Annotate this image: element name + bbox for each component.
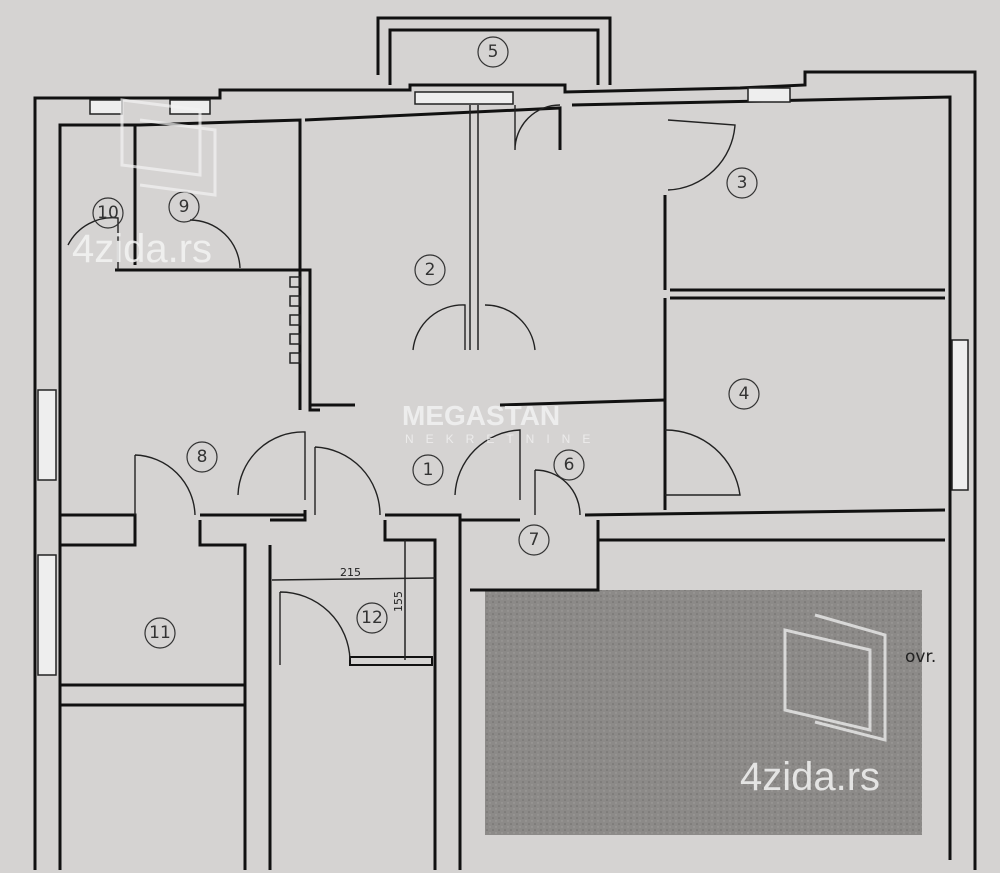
svg-text:12: 12 (361, 608, 383, 628)
dimension-height: 155 (392, 591, 405, 612)
ventilation-shafts (289, 276, 301, 364)
svg-text:9: 9 (179, 197, 190, 217)
room-label-11: 11 (144, 617, 176, 649)
watermark-brand-sub: NEKRETNINE (405, 432, 602, 446)
svg-text:2: 2 (425, 260, 436, 280)
outer-walls (33, 16, 977, 870)
room-label-5: 5 (477, 36, 509, 68)
watermark-site-bottom: 4zida.rs (740, 755, 880, 799)
svg-text:11: 11 (149, 623, 171, 643)
svg-text:6: 6 (564, 455, 575, 475)
dimension-width: 215 (340, 566, 361, 579)
room-label-8: 8 (186, 441, 218, 473)
room-label-1: 1 (412, 454, 444, 486)
svg-text:8: 8 (197, 447, 208, 467)
watermark-logo-bottom (783, 613, 887, 742)
room-labels: 1 2 3 4 5 6 7 8 9 10 11 12 (92, 36, 760, 649)
svg-text:7: 7 (529, 530, 540, 550)
hatched-panel (485, 590, 922, 835)
room-label-6: 6 (553, 449, 585, 481)
watermark-logo-top (120, 98, 217, 197)
note-fragment: ovr. (905, 647, 936, 667)
room-label-9: 9 (168, 191, 200, 223)
svg-text:10: 10 (97, 203, 119, 223)
room-label-4: 4 (728, 378, 760, 410)
dimension-lines: 215 155 (271, 540, 436, 660)
doors (67, 104, 741, 665)
watermark-site-top: 4zida.rs (72, 227, 212, 271)
windows (37, 87, 969, 676)
room-label-12: 12 (356, 602, 388, 634)
svg-text:1: 1 (423, 460, 434, 480)
room-label-3: 3 (726, 167, 758, 199)
room-label-2: 2 (414, 254, 446, 286)
watermark-brand: MEGASTAN (402, 400, 560, 431)
room-label-7: 7 (518, 524, 550, 556)
room-label-10: 10 (92, 197, 124, 229)
svg-text:3: 3 (737, 173, 748, 193)
svg-text:4: 4 (739, 384, 750, 404)
svg-text:5: 5 (488, 42, 499, 62)
